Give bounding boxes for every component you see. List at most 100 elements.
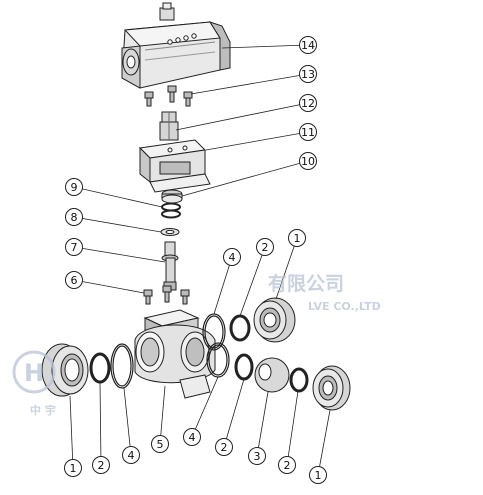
gasket-lower-right bbox=[289, 367, 309, 393]
o-ring-left bbox=[110, 343, 134, 389]
callout-number: 13 bbox=[301, 68, 315, 81]
leader-line-c1a bbox=[275, 237, 298, 300]
callout-circle bbox=[299, 152, 317, 170]
callout-circle bbox=[151, 435, 169, 453]
callout-number: 4 bbox=[229, 251, 236, 264]
callout-c2b: 2 bbox=[92, 456, 110, 474]
callout-number: 3 bbox=[254, 450, 261, 463]
callout-circle bbox=[299, 36, 317, 54]
callout-circle bbox=[309, 466, 327, 484]
callout-circle bbox=[223, 248, 241, 266]
callout-c4b: 4 bbox=[122, 446, 140, 464]
callout-c5: 5 bbox=[151, 435, 169, 453]
callout-c3: 3 bbox=[248, 447, 266, 465]
valve-stem bbox=[161, 241, 179, 291]
leader-line-c12 bbox=[175, 102, 309, 131]
callout-c4a: 4 bbox=[223, 248, 241, 266]
leader-line-c11 bbox=[205, 131, 309, 151]
callout-c2a: 2 bbox=[256, 238, 274, 256]
gasket-lower-left bbox=[234, 353, 254, 381]
pneumatic-actuator bbox=[121, 2, 231, 89]
callout-circle bbox=[122, 446, 140, 464]
callout-number: 9 bbox=[71, 181, 78, 194]
actuator-bolts bbox=[144, 85, 193, 107]
callout-c2d: 2 bbox=[278, 456, 296, 474]
callout-number: 7 bbox=[71, 241, 78, 254]
leader-line-c10 bbox=[181, 160, 309, 197]
leader-line-c3 bbox=[256, 391, 269, 457]
leader-line-c2b bbox=[99, 381, 102, 466]
watermark-chinese-text: 有限公司 bbox=[268, 272, 344, 295]
callout-c1b: 1 bbox=[64, 459, 82, 477]
callout-circle bbox=[65, 271, 83, 289]
callout-circle bbox=[65, 238, 83, 256]
union-end-upper-right bbox=[253, 297, 296, 343]
leader-line-c4b bbox=[123, 387, 132, 456]
stem-washer bbox=[160, 228, 180, 236]
watermark-logo-glyph: H bbox=[24, 359, 44, 387]
watermark-english-text: LVE CO.,LTD bbox=[308, 300, 381, 313]
callout-c11: 11 bbox=[299, 123, 317, 141]
callout-c13: 13 bbox=[299, 65, 317, 83]
leader-line-c2d bbox=[286, 390, 299, 466]
callout-number: 14 bbox=[301, 39, 315, 52]
callout-c9: 9 bbox=[65, 178, 83, 196]
callout-circle bbox=[65, 178, 83, 196]
callout-circle bbox=[215, 438, 233, 456]
callout-number: 1 bbox=[294, 232, 301, 245]
leader-lines bbox=[69, 44, 331, 476]
callout-c1a: 1 bbox=[288, 229, 306, 247]
stem-o-rings bbox=[161, 202, 181, 219]
callout-c1c: 1 bbox=[309, 466, 327, 484]
body-bolts bbox=[143, 285, 190, 305]
callout-c4c: 4 bbox=[183, 428, 201, 446]
leader-line-c1b bbox=[69, 395, 74, 469]
valve-ball bbox=[254, 357, 290, 393]
callout-circle bbox=[288, 229, 306, 247]
callout-number: 5 bbox=[157, 438, 164, 451]
gasket-upper-right bbox=[229, 314, 251, 342]
callout-number: 10 bbox=[301, 155, 315, 168]
callout-number: 2 bbox=[284, 459, 291, 472]
callout-circle bbox=[299, 94, 317, 112]
stem-packing bbox=[161, 189, 183, 204]
callout-number: 8 bbox=[71, 211, 78, 224]
mounting-bracket bbox=[138, 139, 211, 193]
leader-line-c2a bbox=[239, 246, 266, 317]
union-end-lower-right bbox=[312, 365, 351, 411]
leader-line-c14 bbox=[221, 44, 309, 49]
watermark-small-text: 中 宇 bbox=[30, 403, 56, 417]
leader-line-c2c bbox=[223, 378, 245, 448]
watermark: H 中 宇 有限公司 LVE CO.,LTD bbox=[12, 272, 381, 417]
leader-line-c5 bbox=[159, 385, 166, 445]
leader-line-c9 bbox=[73, 186, 163, 208]
gasket-left bbox=[89, 352, 111, 384]
callout-circle bbox=[92, 456, 110, 474]
callout-number: 2 bbox=[262, 241, 269, 254]
callout-circle bbox=[248, 447, 266, 465]
leader-line-c4c bbox=[191, 376, 219, 438]
callout-circle bbox=[64, 459, 82, 477]
leader-line-c1c bbox=[317, 409, 331, 476]
callout-c12: 12 bbox=[299, 94, 317, 112]
callout-c2c: 2 bbox=[215, 438, 233, 456]
valve-body bbox=[134, 309, 216, 399]
callout-circle bbox=[65, 208, 83, 226]
callout-circle bbox=[299, 65, 317, 83]
callout-number: 2 bbox=[221, 441, 228, 454]
leader-line-c8 bbox=[73, 216, 162, 233]
callout-number: 6 bbox=[71, 274, 78, 287]
leader-line-c4a bbox=[213, 256, 233, 315]
callout-c10: 10 bbox=[299, 152, 317, 170]
leader-line-c6 bbox=[73, 279, 145, 294]
callout-number: 4 bbox=[128, 449, 135, 462]
callout-c8: 8 bbox=[65, 208, 83, 226]
leader-line-c13 bbox=[190, 73, 309, 95]
callout-number: 4 bbox=[189, 431, 196, 444]
callout-number: 12 bbox=[301, 97, 315, 110]
union-end-left bbox=[41, 343, 89, 397]
leader-line-c7 bbox=[73, 246, 166, 263]
